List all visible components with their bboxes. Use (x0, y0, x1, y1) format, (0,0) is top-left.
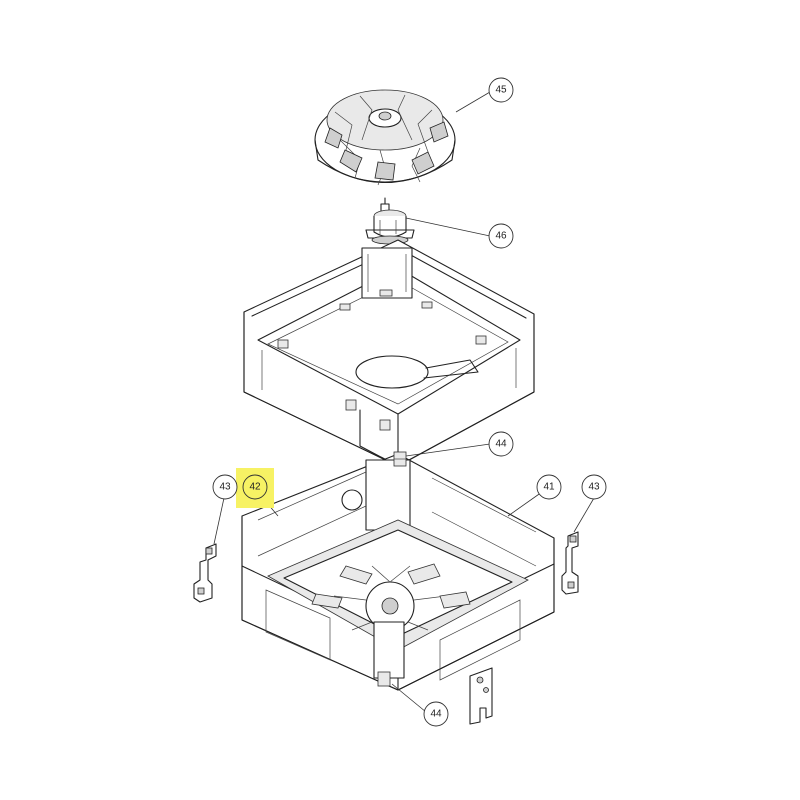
callout-label: 43 (588, 482, 600, 493)
callout-label: 42 (249, 482, 261, 493)
callout-43-left: 43 (212, 474, 238, 500)
small-part-upper (393, 451, 407, 467)
callout-label: 41 (543, 482, 555, 493)
mounting-bracket-left (193, 543, 217, 603)
callout-42: 42 (242, 474, 268, 500)
callout-label: 44 (495, 439, 507, 450)
callout-43-right: 43 (581, 474, 607, 500)
callout-44-lower: 44 (423, 701, 449, 727)
callout-label: 45 (495, 85, 507, 96)
drain-pan (243, 239, 535, 467)
fan-wheel (314, 89, 456, 186)
callout-45: 45 (488, 77, 514, 103)
casing (241, 453, 555, 691)
mounting-bracket-right (561, 531, 579, 595)
callout-44-upper: 44 (488, 431, 514, 457)
callout-46: 46 (488, 223, 514, 249)
small-plate-lower (469, 667, 493, 725)
fan-motor (365, 197, 415, 245)
callout-label: 43 (219, 482, 231, 493)
callout-label: 44 (430, 709, 442, 720)
callout-41: 41 (536, 474, 562, 500)
callout-label: 46 (495, 231, 507, 242)
